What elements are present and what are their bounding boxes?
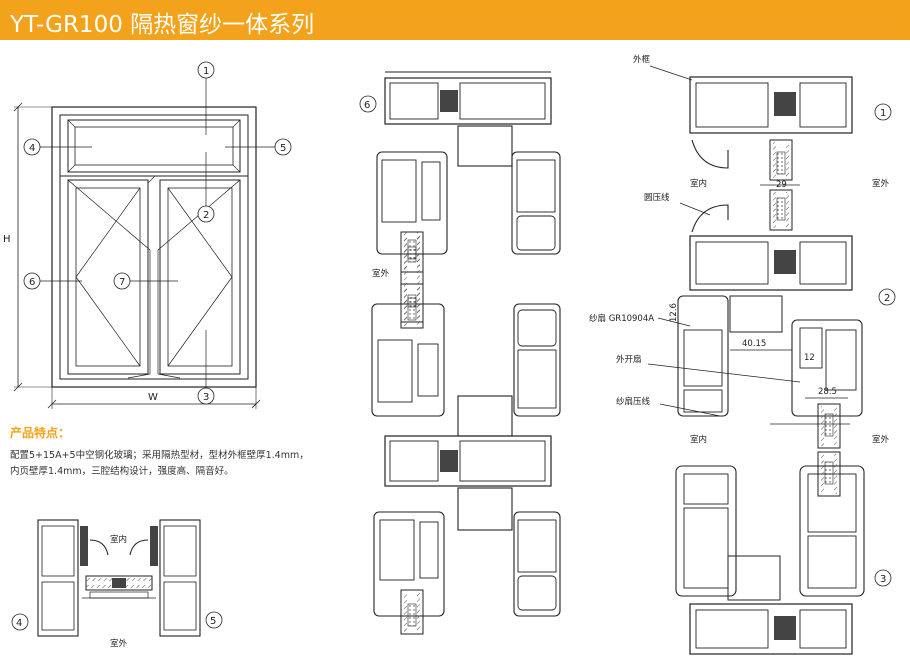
- outer-frame-outline: [51, 106, 257, 388]
- section-6-marker: 6: [364, 100, 370, 111]
- elevation-callouts: 1 2 3 4 5 6 7: [23, 61, 292, 405]
- header-bar: YT-GR100 隔热窗纱一体系列: [0, 0, 910, 40]
- sections-right: 1 2 3 29 外框 圆压线 室内 室外: [589, 54, 896, 655]
- section-5-marker: 5: [210, 616, 216, 627]
- inner-frame-outline: [59, 114, 249, 380]
- dim-28-5: 28.5: [818, 387, 837, 397]
- dim-29: 29: [776, 180, 787, 190]
- dim-40-15: 40.15: [742, 339, 766, 349]
- label-outer-frame: 外框: [633, 54, 651, 65]
- section-1-marker: 1: [880, 108, 886, 119]
- width-label: W: [148, 392, 158, 403]
- features-line-2: 内页壁厚1.4mm，三腔结构设计，强度高、隔音好。: [10, 466, 234, 477]
- room-in-1: 室内: [690, 178, 707, 189]
- section-45-room-in: 室内: [110, 534, 127, 545]
- transom-glass: [74, 126, 234, 166]
- dim-12-6: 12.6: [669, 303, 679, 322]
- section-45-room-out: 室外: [110, 638, 128, 649]
- features-line-1: 配置5+15A+5中空钢化玻璃；采用隔热型材，型材外框壁厚1.4mm，: [10, 450, 309, 461]
- section-6-room-out-1: 室外: [372, 268, 390, 279]
- section-4-5-horizontal: 室内 室外 4 5: [11, 519, 223, 649]
- label-casement-sash: 外开扇: [616, 354, 642, 365]
- callout-4: 4: [29, 143, 35, 154]
- features-heading: 产品特点：: [10, 426, 71, 440]
- callout-5: 5: [280, 143, 286, 154]
- transom-sash: [67, 119, 241, 173]
- section-2-marker: 2: [884, 293, 890, 304]
- left-sash: [67, 179, 149, 375]
- window-elevation: H W 1 2 3 4 5 6 7: [3, 61, 292, 409]
- section-4-marker: 4: [16, 618, 22, 629]
- section-3-marker: 3: [880, 574, 886, 585]
- page-title: YT-GR100 隔热窗纱一体系列: [10, 12, 315, 38]
- label-screen-bead: 纱扇压线: [616, 396, 651, 407]
- section-6-vertical: 6 室外: [359, 71, 561, 635]
- callout-3: 3: [203, 392, 209, 403]
- header-background: [0, 0, 910, 40]
- callout-6: 6: [29, 277, 35, 288]
- height-label: H: [3, 234, 11, 245]
- room-in-2: 室内: [690, 434, 707, 445]
- callout-7: 7: [119, 277, 125, 288]
- room-out-2: 室外: [872, 434, 890, 445]
- dim-12: 12: [804, 353, 815, 363]
- label-screen-sash: 纱扇 GR10904A: [589, 313, 654, 324]
- callout-2: 2: [203, 210, 209, 221]
- callout-1: 1: [203, 66, 209, 77]
- room-out-1: 室外: [872, 178, 890, 189]
- label-glazing-bead: 圆压线: [644, 192, 670, 203]
